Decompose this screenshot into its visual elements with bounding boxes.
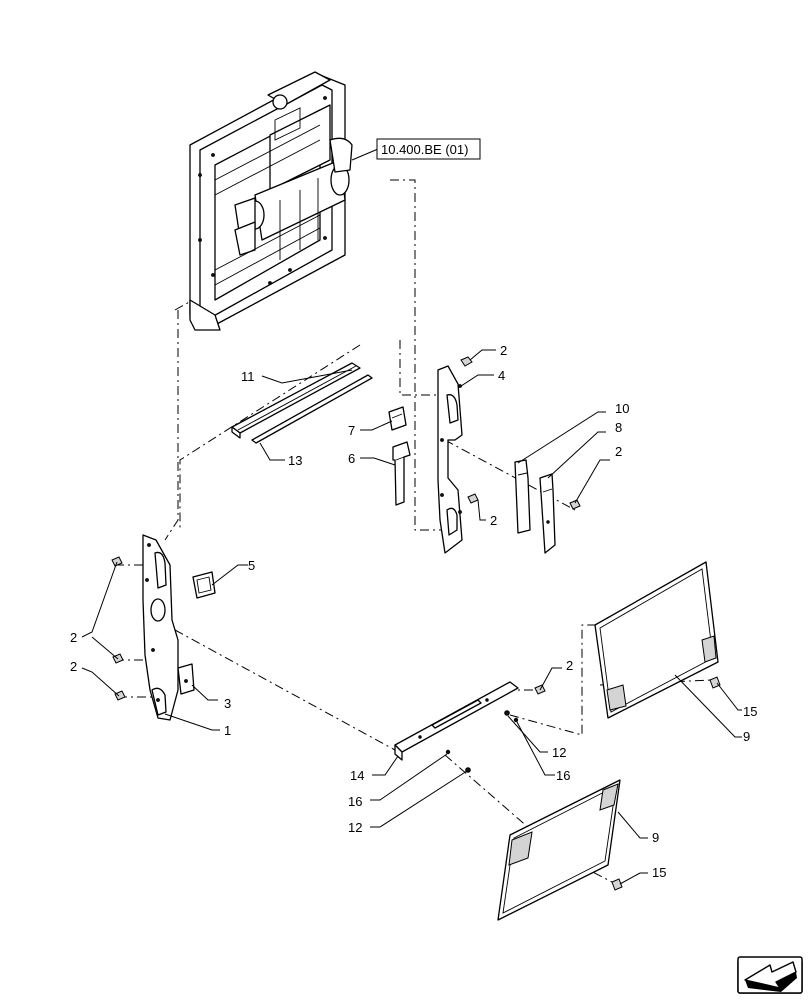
callout-16[interactable]: 16 [348, 794, 362, 809]
part-1-plate [142, 534, 179, 721]
callout-4[interactable]: 4 [498, 368, 505, 383]
reference-box [376, 138, 481, 160]
nav-arrow-button[interactable] [737, 956, 803, 994]
fasteners [111, 356, 721, 891]
part-7-block [388, 406, 407, 431]
part-14-rail [394, 681, 519, 761]
callout-15[interactable]: 15 [652, 865, 666, 880]
part-6-bracket [392, 441, 411, 506]
callout-3[interactable]: 3 [224, 696, 231, 711]
callout-16[interactable]: 16 [556, 768, 570, 783]
part-11-channel [231, 362, 361, 439]
leader-lines [81, 349, 742, 885]
callout-1[interactable]: 1 [224, 723, 231, 738]
arrow-icon-shadow [745, 972, 797, 992]
part-9-panel-upper [594, 561, 719, 719]
washer-16-lower [445, 749, 451, 755]
callout-6[interactable]: 6 [348, 451, 355, 466]
callout-2[interactable]: 2 [500, 343, 507, 358]
callout-2[interactable]: 2 [490, 513, 497, 528]
callout-7[interactable]: 7 [348, 423, 355, 438]
bolt-2-right [569, 499, 581, 510]
part-4-plate [437, 365, 463, 554]
nut-12-upper [504, 710, 510, 716]
reference-label: 10.400.BE (01) [381, 142, 468, 157]
callout-11[interactable]: 11 [241, 369, 255, 384]
part-5-block [192, 571, 216, 599]
callout-5[interactable]: 5 [248, 558, 255, 573]
part-13-strip [251, 374, 373, 444]
callout-2[interactable]: 2 [70, 630, 77, 645]
callout-2[interactable]: 2 [566, 658, 573, 673]
part-9-panel-lower [497, 779, 621, 921]
arrow-icon [744, 961, 797, 989]
callout-15[interactable]: 15 [743, 704, 757, 719]
part-3-block [177, 663, 195, 695]
screw-15-upper [709, 676, 721, 689]
callout-10[interactable]: 10 [615, 401, 629, 416]
callout-2[interactable]: 2 [615, 444, 622, 459]
callout-9[interactable]: 9 [743, 729, 750, 744]
reference-callout[interactable]: 10.400.BE (01) [351, 138, 481, 161]
bolt-2-top [460, 356, 473, 367]
bolt-2-left-a [111, 556, 123, 567]
bolt-2-mid [467, 493, 479, 504]
screw-15-lower [611, 878, 623, 891]
callouts: 2 4 11 13 7 6 2 10 8 2 5 2 2 3 1 2 15 9 … [70, 343, 757, 880]
bolt-2-left-c [114, 690, 126, 701]
callout-13[interactable]: 13 [288, 453, 302, 468]
part-8-plate [539, 473, 556, 554]
washer-16-upper [513, 717, 519, 723]
callout-12[interactable]: 12 [552, 745, 566, 760]
callout-14[interactable]: 14 [350, 768, 364, 783]
callout-12[interactable]: 12 [348, 820, 362, 835]
part-10-plate [514, 459, 531, 534]
callout-9[interactable]: 9 [652, 830, 659, 845]
callout-2[interactable]: 2 [70, 659, 77, 674]
callout-8[interactable]: 8 [615, 420, 622, 435]
cooler-assembly [189, 71, 353, 331]
